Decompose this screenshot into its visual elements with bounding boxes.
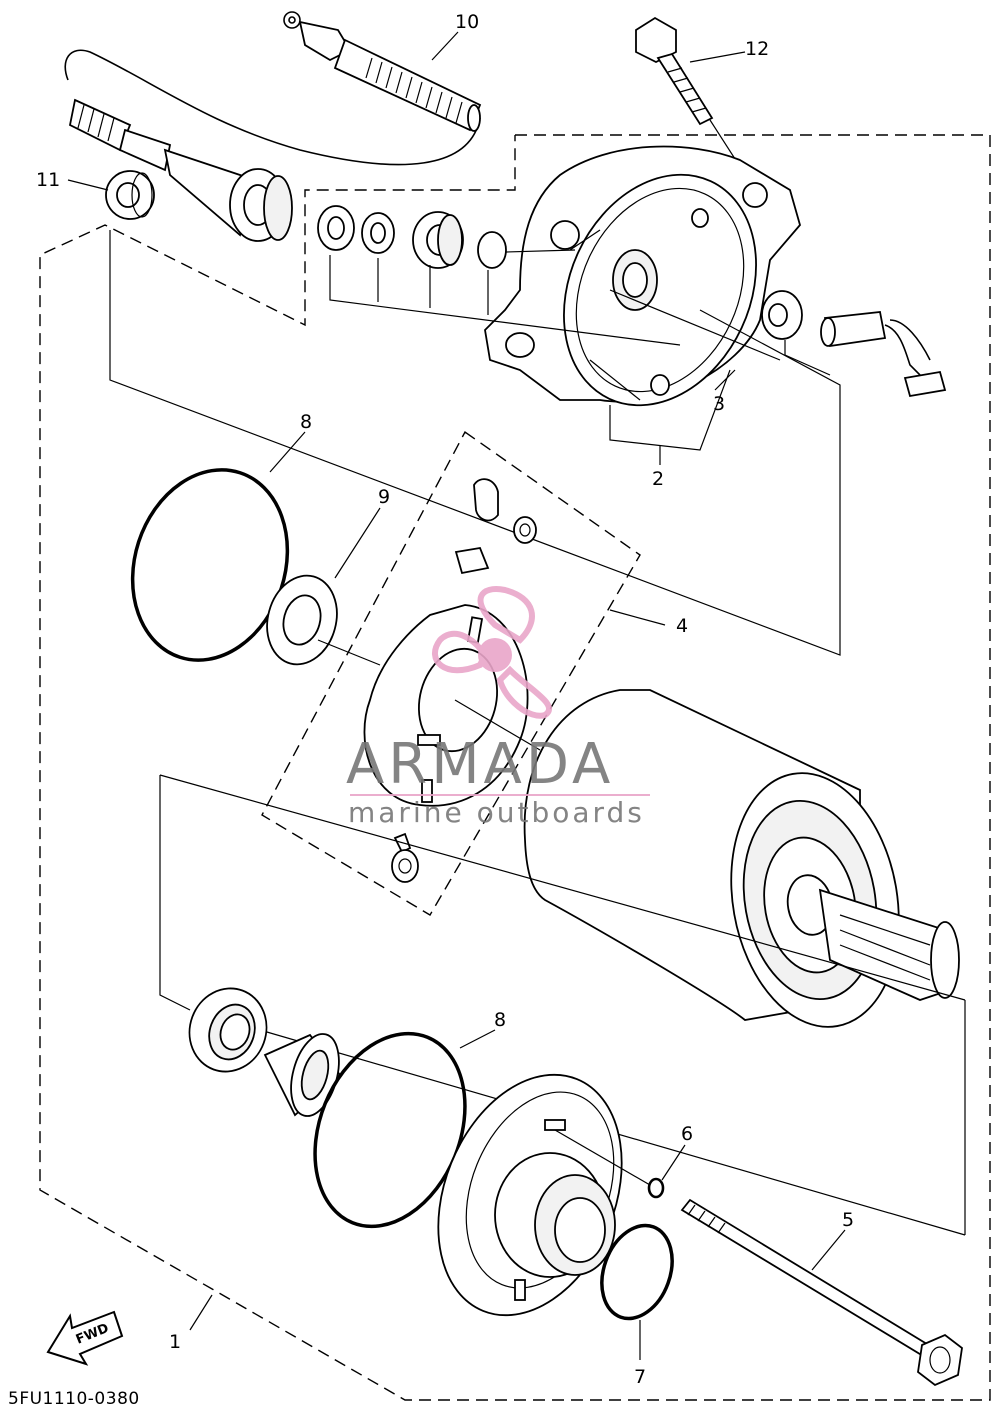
callout-6: 6	[681, 1123, 693, 1145]
callout-9: 9	[378, 486, 390, 508]
diagram-code: 5FU1110-0380	[8, 1389, 140, 1409]
seal-set-3	[317, 205, 781, 361]
rear-cover-2	[484, 145, 801, 407]
callout-12: 12	[745, 38, 769, 60]
assembly-1-boundary	[39, 134, 991, 1401]
washer-9	[266, 574, 338, 666]
washer-11	[105, 170, 155, 220]
needle-bearing	[263, 1033, 342, 1117]
bolt-12	[635, 16, 756, 191]
terminal-bushing	[109, 230, 947, 656]
watermark-title: ARMADA	[346, 732, 614, 797]
o-ring-7	[600, 1223, 674, 1321]
callout-11: 11	[36, 169, 60, 191]
callout-5: 5	[842, 1209, 854, 1231]
callout-3: 3	[713, 393, 725, 415]
callout-7: 7	[634, 1366, 646, 1388]
through-bolt-5	[680, 1198, 963, 1387]
lead-wire-10	[64, 11, 482, 242]
leader-lines	[67, 31, 846, 1360]
callout-8-lower: 8	[494, 1009, 506, 1031]
o-ring-6	[647, 1177, 665, 1199]
watermark-subtitle: marine outboards	[348, 796, 645, 829]
brush-set-4-boundary	[261, 430, 641, 916]
callout-8-upper: 8	[300, 411, 312, 433]
callout-2: 2	[652, 468, 664, 490]
yoke-armature	[159, 689, 966, 1236]
callout-10: 10	[455, 11, 479, 33]
propeller-icon	[432, 586, 552, 719]
fwd-arrow-icon: FWD	[46, 1310, 124, 1366]
callout-bracket-2-3	[609, 369, 736, 465]
callout-1: 1	[169, 1331, 181, 1353]
callout-4: 4	[676, 615, 688, 637]
watermark-logo: ARMADA marine outboards	[346, 586, 650, 829]
front-cover	[437, 1073, 651, 1317]
bearing	[188, 987, 268, 1073]
